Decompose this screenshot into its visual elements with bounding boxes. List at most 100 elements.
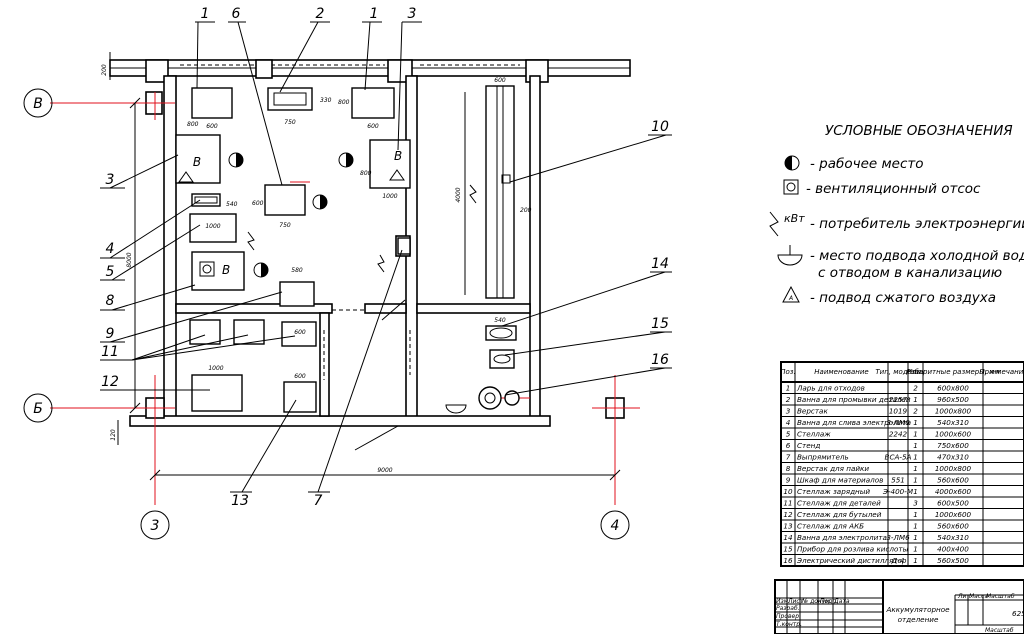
axis-bubble-v-bottom: Б: [23, 393, 53, 423]
table-header: Кол.: [908, 368, 924, 376]
svg-text:А: А: [788, 295, 793, 302]
table-cell: 4: [786, 418, 791, 427]
callout-8: 8: [106, 293, 115, 309]
table-cell: Ванна для электролита: [797, 533, 887, 542]
callout-15: 15: [651, 316, 669, 332]
table-cell: 600х800: [937, 384, 969, 393]
svg-text:600: 600: [252, 200, 264, 207]
table-cell: 1: [913, 395, 918, 404]
wall-right: [529, 75, 541, 422]
table-cell: 1000х600: [935, 510, 972, 519]
svg-text:- вентиляционный отсос: - вентиляционный отсос: [806, 181, 981, 197]
power-icon: [769, 211, 779, 237]
sheet-code: 625: [1012, 609, 1024, 618]
wall-bottom: [129, 415, 551, 427]
svg-text:540: 540: [226, 201, 238, 208]
table-cell: Стеллаж: [797, 430, 831, 439]
hdr-scale: Масштаб: [986, 593, 1015, 600]
table-cell: 13: [783, 522, 793, 531]
equipment: 600 800 750 330 600 800 В В 1000 800 750…: [175, 77, 532, 414]
sink-symbol: [445, 404, 467, 414]
table-cell: 1: [913, 464, 918, 473]
table-cell: 1: [913, 556, 918, 565]
table-cell: Верстак: [797, 407, 828, 416]
svg-text:- рабочее место: - рабочее место: [810, 156, 924, 172]
svg-text:- место подвода холодной воды: - место подвода холодной воды: [810, 248, 1024, 264]
item-1b: [351, 87, 395, 119]
vent-icon: [783, 179, 799, 195]
callouts: 1 6 2 1 3 10 3 4 5 8 9 11 12 13 7 1: [100, 6, 672, 509]
table-cell: Э-400-М: [882, 487, 914, 496]
table-cell: 1: [913, 533, 918, 542]
title-block: Лит. Масса Масштаб Изм. Лист № докум. По…: [774, 579, 1024, 634]
table-header: Габаритные размеры, мм: [906, 368, 1000, 376]
axis-label: 3: [151, 518, 160, 534]
item-4: [191, 193, 221, 207]
item-12: [191, 374, 243, 412]
table-cell: 11: [783, 499, 792, 508]
table-cell: 1000х800: [935, 407, 972, 416]
table-header: Наименование: [814, 368, 868, 376]
table-cell: 560х500: [937, 556, 969, 565]
callout-10: 10: [651, 119, 669, 135]
row-razrab: Разраб.: [776, 605, 800, 612]
callout-14: 14: [651, 256, 669, 272]
table-header: При-мечание: [979, 368, 1024, 376]
svg-text:В: В: [193, 155, 201, 169]
table-cell: 2: [913, 407, 918, 416]
table-cell: 600х500: [937, 499, 969, 508]
svg-text:200: 200: [520, 207, 532, 214]
svg-text:4000: 4000: [455, 187, 462, 202]
table-cell: 2: [786, 395, 791, 404]
hdr-lit: Лит.: [957, 593, 972, 600]
callout-11: 11: [101, 344, 119, 360]
table-cell: 1: [913, 476, 918, 485]
table-cell: 1: [786, 384, 791, 393]
callout-4: 4: [106, 241, 115, 257]
table-cell: 540х310: [937, 533, 969, 542]
table-cell: 2257: [889, 395, 908, 404]
item-6: [264, 184, 306, 216]
callout-12: 12: [101, 374, 119, 390]
callout-6: 6: [232, 6, 241, 22]
col-izm: Изм.: [776, 598, 790, 605]
item-8: [191, 251, 245, 291]
col-ndok: № докум.: [801, 598, 832, 605]
table-cell: Выпрямитель: [797, 453, 849, 462]
callout-1b: 1: [370, 6, 379, 22]
svg-text:800: 800: [360, 170, 372, 177]
svg-text:800: 800: [338, 99, 350, 106]
power-icon: [469, 184, 477, 204]
table-cell: 9: [786, 476, 791, 485]
axis-bubble-v-top: В: [23, 88, 53, 118]
svg-text:В: В: [394, 149, 402, 163]
table-cell: Стеллаж для АКБ: [797, 522, 864, 531]
item-5: [189, 213, 237, 243]
svg-text:800: 800: [187, 121, 199, 128]
table-cell: 2: [913, 384, 918, 393]
axis-label: Б: [33, 401, 43, 417]
table-cell: 1: [913, 441, 918, 450]
table-cell: Стеллаж зарядный: [797, 487, 870, 496]
table-cell: 4000х600: [935, 487, 972, 496]
water-tap-icon: [777, 254, 803, 266]
table-cell: 551: [891, 476, 905, 485]
svg-text:В: В: [222, 263, 230, 277]
dim-top: 200: [101, 64, 108, 76]
table-cell: Д-4: [891, 556, 905, 565]
table-cell: Стеллаж для бутылей: [797, 510, 882, 519]
item-11a: [189, 319, 221, 345]
table-cell: 1: [913, 418, 918, 427]
table-cell: 1: [913, 522, 918, 531]
svg-text:с отводом в канализацию: с отводом в канализацию: [818, 265, 1002, 281]
item-10: [485, 85, 515, 299]
table-cell: 14: [783, 533, 793, 542]
svg-text:600: 600: [367, 123, 379, 130]
callout-9: 9: [106, 326, 115, 342]
table-cell: 6: [786, 441, 791, 450]
svg-text:540: 540: [494, 317, 506, 324]
table-cell: Стенд: [797, 441, 820, 450]
svg-text:- потребитель электроэнергии: - потребитель электроэнергии: [810, 216, 1024, 232]
axis-bubble-h-left: 3: [140, 510, 170, 540]
dim-overall: 9000: [377, 467, 392, 474]
